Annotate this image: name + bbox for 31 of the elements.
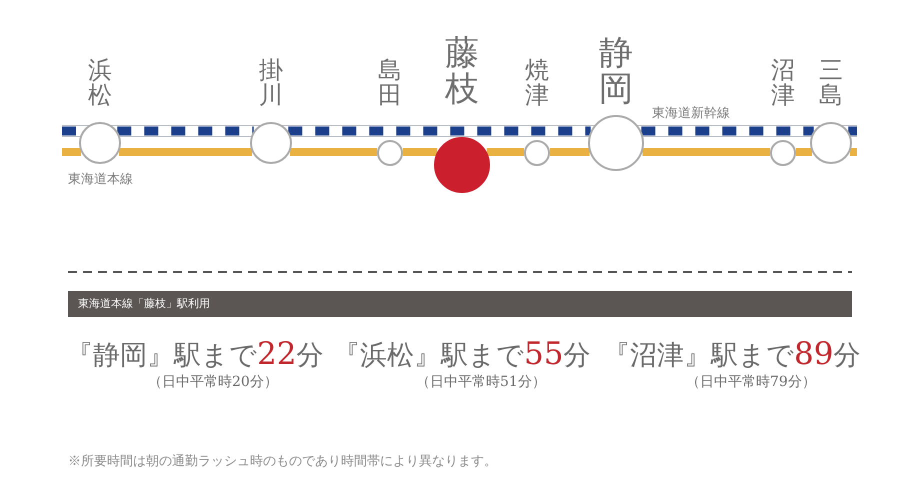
footnote: ※所要時間は朝の通勤ラッシュ時のものであり時間帯により異なります。 — [68, 454, 497, 470]
railway-line — [290, 148, 378, 156]
header-band: 東海道本線「藤枝」駅利用 — [68, 291, 852, 317]
travel-time: 『沼津』駅まで89分 — [603, 336, 860, 374]
railway-line — [486, 148, 524, 156]
station-name: 沼津 — [771, 58, 795, 108]
station-name: 藤枝 — [445, 36, 479, 108]
time-note: （日中平常時51分） — [416, 374, 546, 391]
line-name: 東海道新幹線 — [652, 106, 730, 122]
railway-line — [550, 148, 590, 156]
railway-line — [796, 148, 812, 156]
railway-line — [288, 126, 591, 136]
station-name: 浜松 — [88, 58, 112, 108]
railway-line — [118, 148, 252, 156]
line-name: 東海道本線 — [68, 172, 133, 188]
railway-line — [641, 126, 814, 136]
railway-line — [117, 126, 254, 136]
station-name: 焼津 — [525, 58, 549, 108]
station-name: 島田 — [378, 58, 402, 108]
station-name: 掛川 — [259, 58, 283, 108]
railway-line — [62, 148, 82, 156]
railway-line — [642, 148, 770, 156]
time-note: （日中平常時20分） — [148, 374, 278, 391]
travel-time: 『静岡』駅まで22分 — [66, 336, 324, 374]
station-name: 三島 — [819, 58, 843, 108]
railway-line — [402, 148, 438, 156]
railway-line — [848, 126, 857, 136]
railway-line — [850, 148, 857, 156]
station-name: 静岡 — [599, 36, 633, 108]
travel-time: 『浜松』駅まで55分 — [333, 336, 590, 374]
time-note: （日中平常時79分） — [686, 374, 816, 391]
